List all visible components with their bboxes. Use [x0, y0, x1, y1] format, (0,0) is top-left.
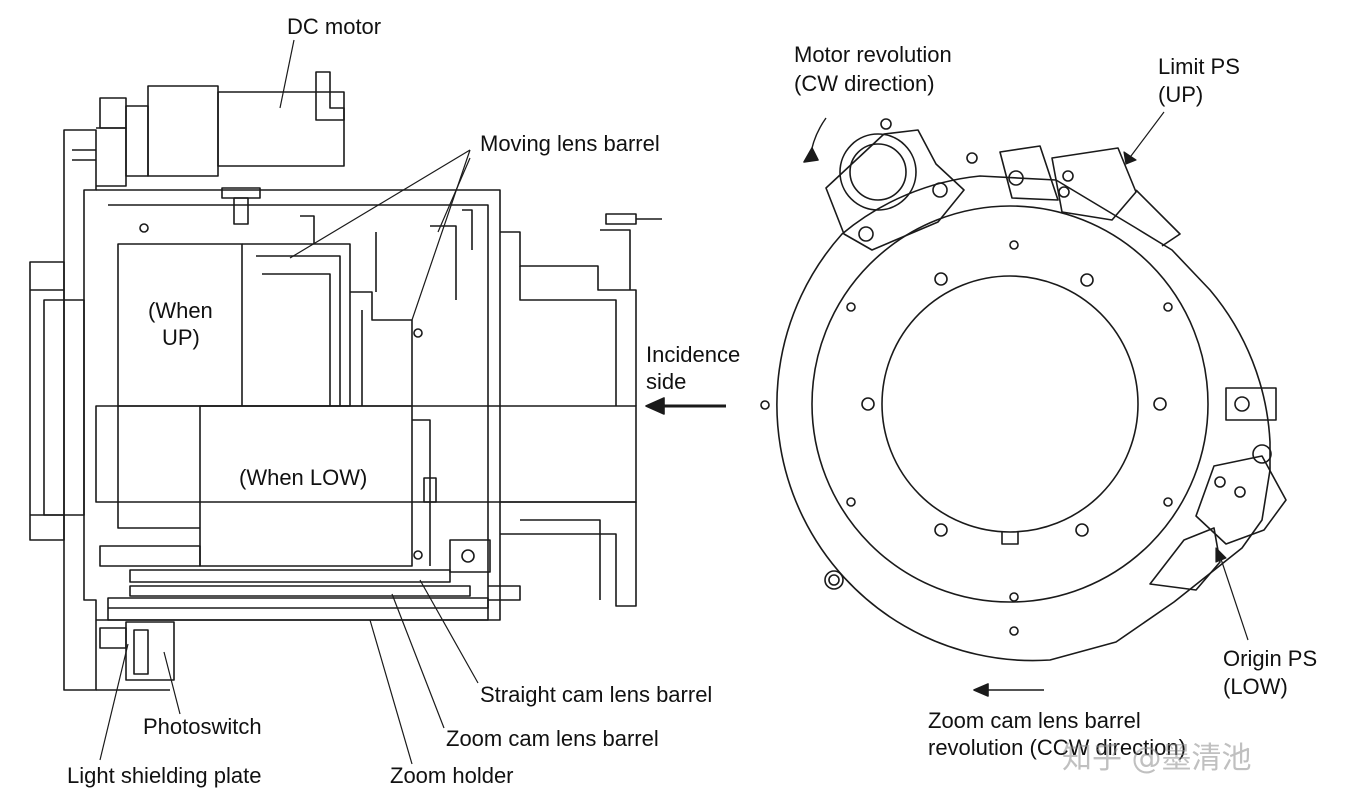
label-straight-cam-lens-barrel: Straight cam lens barrel [480, 682, 713, 707]
rotation-arrow-icon [803, 117, 827, 163]
label-zoom-cam-lens-barrel: Zoom cam lens barrel [446, 726, 659, 751]
label-limit-ps-line2: (UP) [1158, 82, 1204, 107]
ring-holes [760, 240, 1173, 636]
label-limit-ps-line1: Limit PS [1158, 54, 1240, 79]
label-motor-revolution-line1: Motor revolution [794, 42, 952, 67]
rotation-arrow-icon [973, 683, 1044, 697]
mounting-bolts [861, 272, 1167, 537]
outer-ring [776, 175, 1271, 662]
lens-aperture [881, 275, 1139, 533]
zoom-holder-part [107, 597, 489, 621]
label-light-shielding-plate: Light shielding plate [67, 763, 262, 788]
moving-barrel-low [199, 405, 413, 567]
label-origin-ps-line2: (LOW) [1223, 674, 1288, 699]
label-motor-revolution-line2: (CW direction) [794, 71, 935, 96]
cross-section-view [29, 39, 726, 765]
label-when-up-line2: UP) [162, 325, 200, 350]
label-moving-lens-barrel: Moving lens barrel [480, 131, 660, 156]
incidence-arrow-icon [645, 397, 726, 415]
label-incidence-line1: Incidence [646, 342, 741, 367]
front-view [760, 111, 1287, 697]
label-when-up-line1: (When [148, 298, 213, 323]
label-zoom-revolution-line1: Zoom cam lens barrel [928, 708, 1141, 733]
straight-cam-barrel [129, 569, 451, 583]
watermark: 知乎 @墨清池 [1062, 741, 1252, 776]
label-dc-motor: DC motor [287, 14, 382, 39]
label-zoom-holder: Zoom holder [390, 763, 514, 788]
label-photoswitch: Photoswitch [143, 714, 262, 739]
label-origin-ps-line1: Origin PS [1223, 646, 1318, 671]
label-incidence-line2: side [646, 369, 687, 394]
label-when-low: (When LOW) [239, 465, 368, 490]
inner-ring [811, 205, 1209, 603]
label-zoom-revolution-line2: revolution (CCW direction) [928, 735, 1186, 760]
zoom-cam-barrel [129, 585, 471, 597]
